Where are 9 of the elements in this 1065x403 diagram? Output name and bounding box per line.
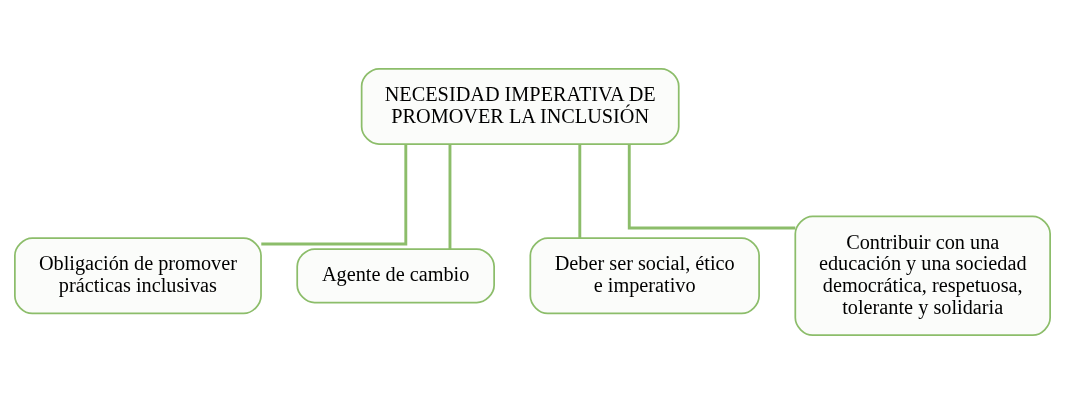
connector [448, 143, 452, 249]
connector [261, 143, 408, 245]
connector [578, 143, 582, 238]
node-box: Agente de cambio [296, 247, 495, 303]
node-box: NECESIDAD IMPERATIVA DE PROMOVER LA INCLUSIÓN [360, 67, 680, 145]
connector [627, 143, 796, 229]
node-box: Obligación de promover prácticas inclusivas [14, 236, 262, 314]
node-box: Deber ser social, ético e imperativo [529, 236, 760, 314]
node-box: Contribuir con una educación y una sociedad democrática, respetuosa, tolerante y solidaria [794, 215, 1051, 336]
